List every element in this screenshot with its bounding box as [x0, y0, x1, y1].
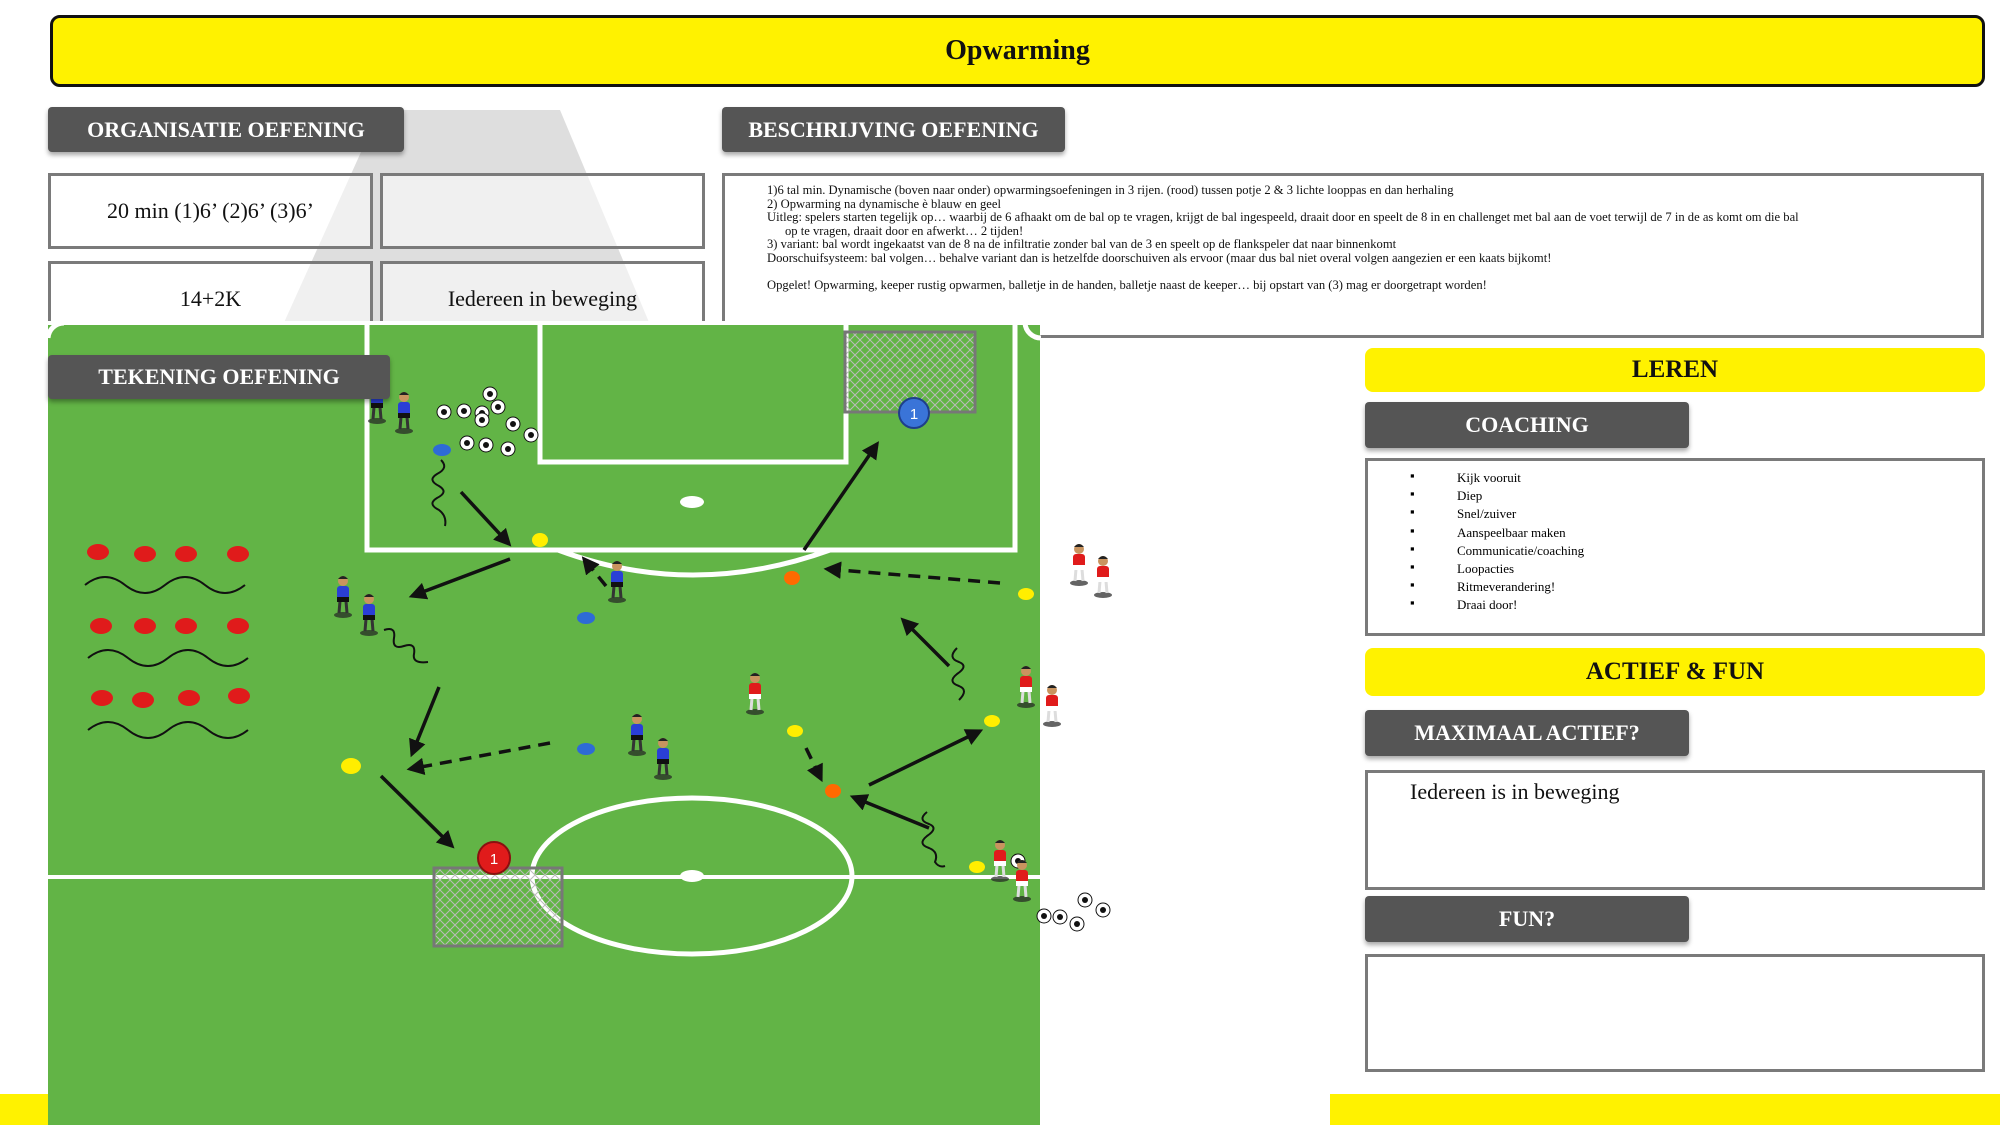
bottom-strip-right [1330, 1094, 2000, 1125]
cones [341, 444, 1034, 873]
dribble-lines [383, 459, 965, 868]
run-arrows [406, 556, 1001, 783]
coaching-item: Aanspeelbaar maken [1410, 522, 1982, 542]
description-line: Opgelet! Opwarming, keeper rustig opwarm… [767, 277, 1487, 292]
maximaal-label: MAXIMAAL ACTIEF? [1365, 710, 1689, 756]
goal-top: 1 [843, 330, 977, 429]
actief-fun-header: ACTIEF & FUN [1365, 648, 1985, 696]
fun-label: FUN? [1365, 896, 1689, 942]
section-label-beschrijving: BESCHRIJVING OEFENING [722, 107, 1065, 152]
goal-top-number: 1 [910, 406, 918, 423]
empty-cell [380, 173, 705, 249]
description-line: 1)6 tal min. Dynamische (boven naar onde… [767, 183, 1454, 197]
description-line: op te vragen, draait door en afwerkt… 2 … [785, 223, 1024, 238]
coaching-item: Ritmeverandering! [1410, 576, 1982, 596]
coaching-panel: Kijk vooruit Diep Snel/zuiver Aanspeelba… [1365, 458, 1985, 636]
coaching-item: Diep [1410, 485, 1982, 505]
leren-header: LEREN [1365, 348, 1985, 392]
description-line: 3) variant: bal wordt ingekaatst van de … [767, 237, 1397, 252]
section-label-tekening: TEKENING OEFENING [48, 355, 390, 399]
maximaal-panel: Iedereen is in beweging [1365, 770, 1985, 890]
goal-bottom: 1 [432, 841, 564, 948]
duration-cell: 20 min (1)6’ (2)6’ (3)6’ [48, 173, 373, 249]
coaching-item: Kijk vooruit [1410, 467, 1982, 487]
pass-arrows [379, 441, 984, 849]
coaching-list: Kijk vooruit Diep Snel/zuiver Aanspeelba… [1368, 461, 1982, 615]
maximaal-text: Iedereen is in beweging [1410, 779, 1620, 804]
coaching-item: Draai door! [1410, 594, 1982, 614]
pitch-diagram: 1 1 [45, 320, 1114, 1125]
red-cones [84, 544, 250, 739]
description-line: Doorschuifsysteem: bal volgen… behalve v… [767, 250, 1552, 265]
section-label-organisatie: ORGANISATIE OEFENING [48, 107, 404, 152]
page-title: Opwarming [50, 15, 1985, 87]
coaching-item: Loopacties [1410, 558, 1982, 578]
description-box: 1)6 tal min. Dynamische (boven naar onde… [722, 173, 1984, 338]
bottom-strip-left [0, 1094, 52, 1125]
coaching-item: Snel/zuiver [1410, 503, 1982, 523]
coaching-label: COACHING [1365, 402, 1689, 448]
fun-panel [1365, 954, 1985, 1072]
description-line: Uitleg: spelers starten tegelijk op… waa… [767, 210, 1799, 225]
coaching-item: Communicatie/coaching [1410, 540, 1982, 560]
description-line: 2) Opwarming na dynamische è blauw en ge… [767, 196, 1001, 211]
goal-bottom-number: 1 [490, 851, 498, 868]
